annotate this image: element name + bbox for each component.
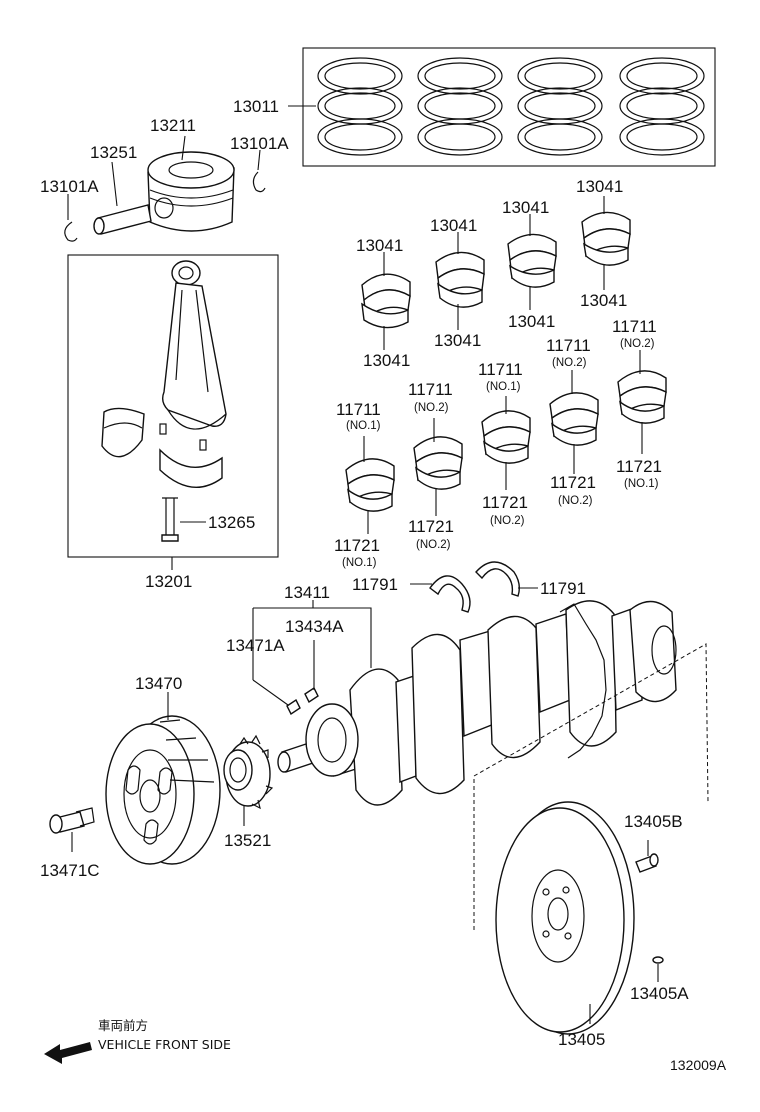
- label-13041-d: 13041: [434, 331, 481, 350]
- diagram-code: 132009A: [670, 1057, 727, 1073]
- label-11711-e-note: (NO.2): [620, 338, 655, 350]
- vehicle-front-direction: 車両前方 VEHICLE FRONT SIDE: [44, 1018, 231, 1064]
- label-11721-a-note: (NO.1): [342, 557, 377, 569]
- timing-sprocket: [223, 734, 274, 810]
- label-11711-a: 11711: [336, 400, 381, 419]
- crankshaft-timing-sprocket: [305, 703, 359, 777]
- label-13470: 13470: [135, 674, 182, 693]
- label-13011: 13011: [233, 97, 279, 116]
- label-11721-e-note: (NO.1): [624, 478, 659, 490]
- label-11721-d-note: (NO.2): [558, 495, 593, 507]
- label-11721-c: 11721: [482, 493, 528, 512]
- conrod-bearings: [361, 211, 631, 329]
- left-arrow-icon: [44, 1042, 92, 1064]
- crankshaft-pulley: [105, 715, 221, 865]
- pulley-bolt: [49, 807, 95, 834]
- snap-ring-left: [64, 221, 78, 242]
- label-13405: 13405: [558, 1030, 605, 1049]
- label-11711-e: 11711: [612, 317, 657, 336]
- main-bearings: [345, 370, 667, 512]
- label-11711-c-note: (NO.1): [486, 381, 521, 393]
- label-13411: 13411: [284, 583, 330, 602]
- label-11721-a: 11721: [334, 536, 380, 555]
- label-11721-b-note: (NO.2): [416, 539, 451, 551]
- label-11791-right: 11791: [540, 579, 586, 598]
- label-13041-f: 13041: [508, 312, 555, 331]
- label-13101a-left: 13101A: [40, 177, 99, 196]
- label-13471a: 13471A: [226, 636, 285, 655]
- crankshaft-key: [286, 686, 319, 716]
- piston: [147, 151, 235, 232]
- label-11711-d: 11711: [546, 336, 591, 355]
- label-13041-c: 13041: [430, 216, 477, 235]
- label-13041-g: 13041: [576, 177, 623, 196]
- label-13041-e: 13041: [502, 198, 549, 217]
- piston-pin: [93, 204, 152, 235]
- label-13041-b: 13041: [363, 351, 410, 370]
- label-13434a: 13434A: [285, 617, 344, 636]
- direction-jp-text: 車両前方: [98, 1018, 148, 1033]
- label-13041-h: 13041: [580, 291, 627, 310]
- label-13101a-right: 13101A: [230, 134, 289, 153]
- flywheel-dash-outline: [473, 643, 709, 930]
- label-11711-b-note: (NO.2): [414, 402, 449, 414]
- label-11791-left: 11791: [352, 575, 398, 594]
- label-13265: 13265: [208, 513, 255, 532]
- thrust-washers: [429, 561, 521, 613]
- label-13201: 13201: [145, 572, 192, 591]
- label-11721-d: 11721: [550, 473, 596, 492]
- label-11711-c: 11711: [478, 360, 523, 379]
- label-13471c: 13471C: [40, 861, 100, 880]
- label-11711-d-note: (NO.2): [552, 357, 587, 369]
- label-11711-b: 11711: [408, 380, 453, 399]
- label-11721-b: 11721: [408, 517, 454, 536]
- connecting-rod-assembly: [67, 254, 279, 558]
- label-13521: 13521: [224, 831, 271, 850]
- piston-ring-set: [288, 47, 716, 167]
- label-11721-c-note: (NO.2): [490, 515, 525, 527]
- label-13405b: 13405B: [624, 812, 683, 831]
- label-13211: 13211: [150, 116, 196, 135]
- label-13405a: 13405A: [630, 984, 689, 1003]
- direction-en-text: VEHICLE FRONT SIDE: [98, 1037, 231, 1052]
- label-11721-e: 11721: [616, 457, 662, 476]
- flywheel-bolt: [635, 853, 659, 873]
- crankshaft: [277, 600, 677, 806]
- label-13041-a: 13041: [356, 236, 403, 255]
- snap-ring-right: [252, 171, 266, 193]
- label-13251: 13251: [90, 143, 137, 162]
- flywheel-dowel-pin: [652, 956, 664, 964]
- flywheel: [495, 801, 635, 1035]
- label-11711-a-note: (NO.1): [346, 420, 381, 432]
